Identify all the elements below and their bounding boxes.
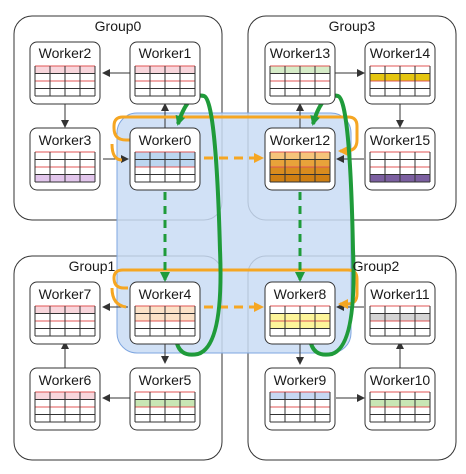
worker-param-grid [134,305,196,337]
worker14-node [364,41,436,105]
worker12-node [264,127,336,191]
worker10-node [364,367,436,431]
worker-param-grid [34,391,96,423]
workers-layer [29,41,436,431]
worker15-node [364,127,436,191]
orange-ring-bottom [110,268,359,309]
worker4-node [129,281,201,345]
worker-param-grid [134,65,196,97]
worker9-node [264,367,336,431]
worker13-node [264,41,336,105]
worker5-node [129,367,201,431]
worker-param-grid [34,151,96,183]
orange-ring-top [110,115,359,162]
worker11-node [364,281,436,345]
worker8-node [264,281,336,345]
worker-param-grid [369,391,431,423]
worker-param-grid [34,65,96,97]
worker6-node [29,367,101,431]
worker0-node [129,127,201,191]
worker-param-grid [34,305,96,337]
worker1-node [129,41,201,105]
worker-param-grid [134,151,196,183]
worker-param-grid [269,151,331,183]
worker7-node [29,281,101,345]
worker-param-grid [369,65,431,97]
worker-param-grid [269,65,331,97]
worker-param-grid [369,151,431,183]
worker2-node [29,41,101,105]
worker-param-grid [134,391,196,423]
worker-param-grid [369,305,431,337]
worker3-node [29,127,101,191]
worker-param-grid [269,391,331,423]
worker-param-grid [269,305,331,337]
